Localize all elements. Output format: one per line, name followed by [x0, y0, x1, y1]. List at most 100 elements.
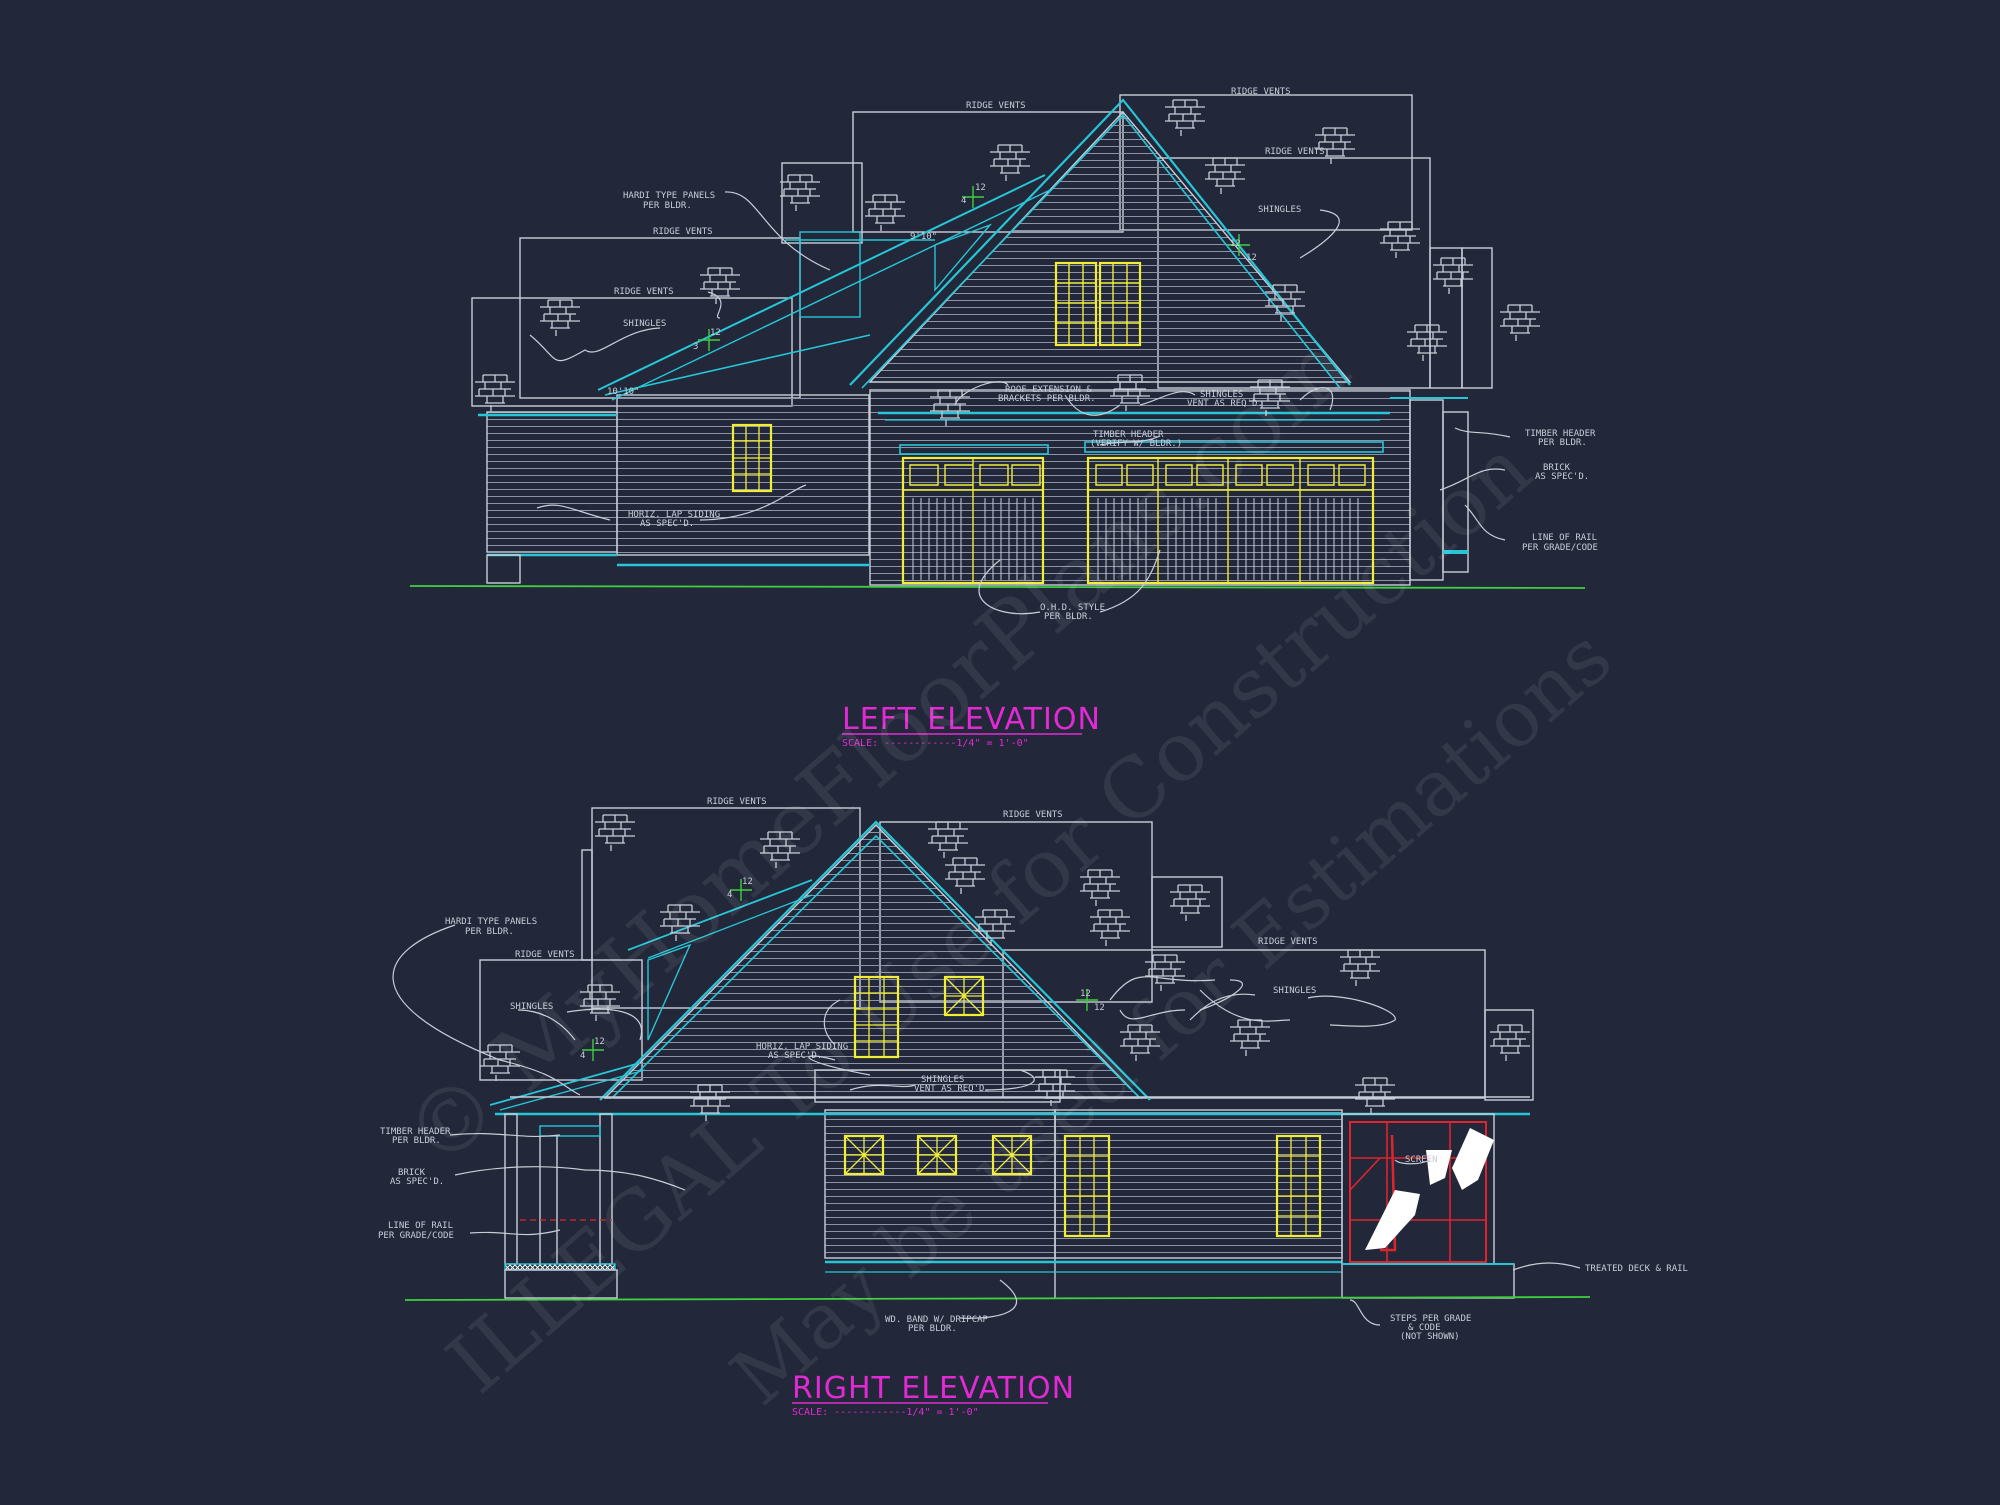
left-leader-lines: [529, 191, 1511, 615]
label: PER GRADE/CODE: [378, 1231, 454, 1241]
label: BRICK: [1543, 463, 1571, 473]
label: (VERIFY W/ BLDR.): [1090, 439, 1182, 449]
label: VENT AS REQ'D.: [1187, 399, 1263, 409]
label: PER GRADE/CODE: [1522, 543, 1598, 553]
label: RIDGE VENTS: [653, 227, 713, 237]
label: 12: [1094, 1003, 1105, 1013]
right-pitch-symbols: [582, 879, 1098, 1061]
label: AS SPEC'D.: [768, 1051, 822, 1061]
label: RIDGE VENTS: [515, 950, 575, 960]
label: SHINGLES: [1273, 986, 1316, 996]
roof-plane: [479, 959, 643, 1081]
label: & CODE: [1408, 1323, 1441, 1333]
label: VENT AS REQ'D.: [914, 1084, 990, 1094]
screen-glare: [1365, 1128, 1494, 1250]
label: HARDI TYPE PANELS: [445, 917, 537, 927]
label: RIDGE VENTS: [966, 101, 1026, 111]
right-annotations: RIDGE VENTS RIDGE VENTS RIDGE VENTS RIDG…: [378, 797, 1688, 1342]
tall-window: [1275, 1134, 1322, 1238]
right-openings: [843, 975, 1322, 1238]
label: 12: [1080, 989, 1091, 999]
label: 12: [710, 328, 721, 338]
left-pitch-symbols: [698, 186, 1250, 351]
tall-window: [1063, 1134, 1111, 1238]
label: O.H.D. STYLE: [1040, 603, 1105, 613]
dormer-gable: [934, 223, 993, 292]
label: 3: [693, 342, 698, 352]
label: SHINGLES: [1258, 205, 1301, 215]
gable-trim: [849, 98, 1351, 386]
side-window: [731, 423, 773, 493]
right-elevation-scale: SCALE: ------------1/4" = 1'-0": [792, 1407, 979, 1418]
label: LINE OF RAIL: [1532, 533, 1597, 543]
label: 10'10": [607, 387, 640, 397]
left-elevation-scale: SCALE: ------------1/4" = 1'-0": [842, 738, 1029, 749]
porch-column: [1442, 411, 1469, 573]
left-openings: [731, 261, 1375, 585]
grade-line: [404, 1296, 1591, 1301]
label: RIDGE VENTS: [707, 797, 767, 807]
label: 12: [742, 877, 753, 887]
label: SHINGLES: [623, 319, 666, 329]
wall-siding: [1054, 1109, 1343, 1259]
label: BRICK: [398, 1168, 426, 1178]
label: PER BLDR.: [1044, 612, 1093, 622]
roof-plane: [1429, 247, 1463, 389]
label: STEPS PER GRADE: [1390, 1314, 1471, 1324]
right-leader-lines: [392, 924, 1581, 1326]
label: (NOT SHOWN): [1400, 1332, 1460, 1342]
label: RIDGE VENTS: [1265, 147, 1325, 157]
label: WD. BAND W/ DRIPCAP: [885, 1315, 989, 1325]
label: HORIZ. LAP SIDING: [756, 1042, 848, 1052]
label: 12: [594, 1037, 605, 1047]
label: HARDI TYPE PANELS: [623, 191, 715, 201]
label: 12: [975, 183, 986, 193]
label: RIDGE VENTS: [1003, 810, 1063, 820]
label: PER BLDR.: [1538, 438, 1587, 448]
label: PER BLDR.: [465, 927, 514, 937]
dormer: [799, 231, 861, 318]
label: SCREEN: [1405, 1155, 1438, 1165]
wall-siding: [824, 1109, 1056, 1259]
label: AS SPEC'D.: [390, 1177, 444, 1187]
gable-window: [1054, 261, 1142, 347]
roof-plane: [1461, 247, 1493, 389]
label: SHINGLES: [1200, 390, 1243, 400]
label: AS SPEC'D.: [640, 519, 694, 529]
wall-siding: [616, 394, 870, 556]
roof-plane: [519, 237, 801, 399]
label: 4: [580, 1051, 585, 1061]
label: TIMBER HEADER: [380, 1127, 451, 1137]
square-window: [843, 1134, 1033, 1176]
left-elevation-title: LEFT ELEVATION: [842, 702, 1101, 737]
wall-siding: [869, 389, 1411, 586]
label: LINE OF RAIL: [388, 1221, 453, 1231]
porch-column: [504, 1113, 518, 1265]
label: PER BLDR.: [392, 1136, 441, 1146]
roof-plane: [1151, 876, 1223, 948]
porch-column: [1409, 399, 1444, 581]
roof-plane: [781, 162, 863, 244]
label: HORIZ. LAP SIDING: [628, 510, 720, 520]
label: TREATED DECK & RAIL: [1585, 1264, 1688, 1274]
label: 12: [1246, 253, 1257, 263]
left-annotations: RIDGE VENTS RIDGE VENTS RIDGE VENTS RIDG…: [607, 87, 1598, 622]
label: TIMBER HEADER: [1093, 430, 1164, 440]
label: ROOF EXTENSION &: [1005, 385, 1092, 395]
label: RIDGE VENTS: [1258, 937, 1318, 947]
label: RIDGE VENTS: [1231, 87, 1291, 97]
label: 4: [961, 196, 966, 206]
roof-plane: [1484, 1009, 1534, 1101]
label: RIDGE VENTS: [614, 287, 674, 297]
label: SHINGLES: [921, 1075, 964, 1085]
right-elevation-view: [404, 807, 1591, 1301]
label: PER BLDR.: [908, 1324, 957, 1334]
label: 12: [1230, 239, 1241, 249]
porch-column: [599, 1113, 613, 1265]
left-elevation-view: [409, 94, 1586, 589]
label: 4: [727, 890, 732, 900]
label: AS SPEC'D.: [1535, 472, 1589, 482]
gable-window: [853, 975, 900, 1059]
garage-door-double: [1086, 456, 1375, 585]
